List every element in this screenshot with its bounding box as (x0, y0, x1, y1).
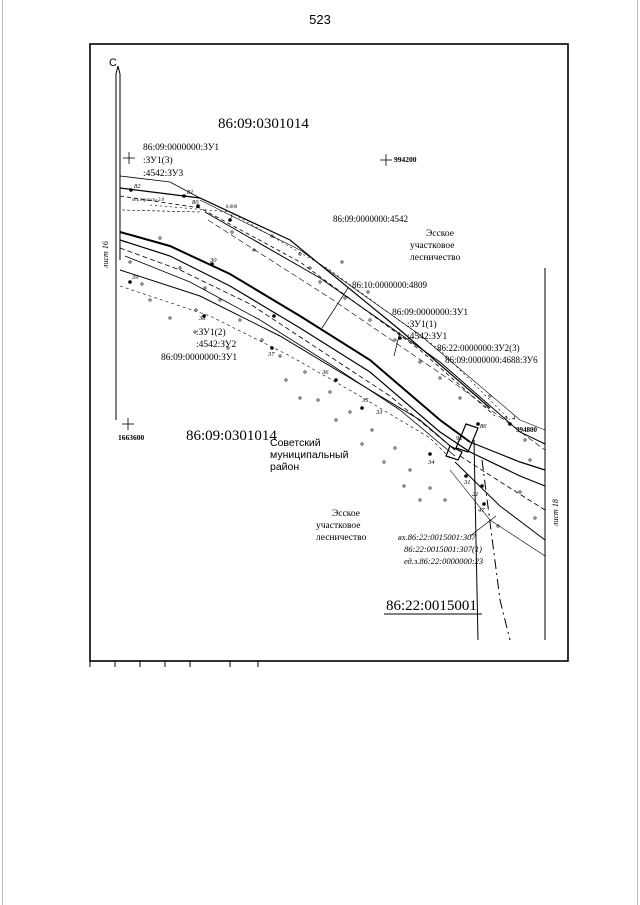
point-label: 4 (512, 415, 516, 422)
svg-text:ед.з.86:22:0000000:23: ед.з.86:22:0000000:23 (404, 556, 483, 566)
point-label: 35 (361, 397, 369, 404)
road-label-leader (321, 287, 349, 329)
point-label: 81 (187, 189, 194, 196)
point-label: 31 (463, 479, 471, 486)
point-label: 47 (478, 507, 485, 514)
point-label: 34 (427, 459, 435, 466)
svg-text::ЗУ1(3): :ЗУ1(3) (143, 155, 173, 166)
parcel-bottom-leader (469, 515, 497, 537)
page-number: 523 (309, 12, 331, 27)
svg-text:86:22:0000000:ЗУ2(3): 86:22:0000000:ЗУ2(3) (437, 343, 520, 353)
point-label: 1 (230, 213, 233, 220)
quarter-bottom-right: 86:22:0015001 (386, 598, 477, 614)
parcel-right-leader (393, 331, 401, 357)
scale-ticks (89, 661, 259, 667)
svg-text::ЗУ1(2): :ЗУ1(2) (196, 327, 226, 338)
svg-text:Эсское: Эсское (426, 229, 454, 239)
svg-text:Советский: Советский (270, 437, 321, 449)
coord-bottom-left: 1663600 (118, 433, 145, 442)
svg-text:участковое: участковое (410, 241, 455, 251)
forestry-bottom: Эсское участковое лесничество (316, 509, 367, 543)
point-label: 92 (456, 435, 463, 442)
point-label: 37 (267, 351, 275, 358)
page-edge-left (2, 0, 3, 905)
svg-text::4542:ЗУ2: :4542:ЗУ2 (196, 340, 237, 350)
point-label: 36 (321, 369, 329, 376)
parcel-block-right-2: 86:22:0000000:ЗУ2(3) 86:09:0000000:4688:… (437, 343, 538, 365)
svg-text:86:09:0000000:4688:ЗУ6: 86:09:0000000:4688:ЗУ6 (445, 355, 538, 365)
point-label: 39 (131, 274, 139, 281)
north-label: С (109, 57, 117, 69)
svg-text::4542:ЗУ1: :4542:ЗУ1 (407, 332, 448, 342)
parcel-center-label: 86:09:0000000:4542 (333, 214, 408, 224)
quarter-middle: 86:09:0301014 (186, 428, 277, 444)
point-label: 30 (209, 257, 217, 264)
svg-text:86:09:0000000:ЗУ1: 86:09:0000000:ЗУ1 (392, 308, 468, 318)
quarter-top: 86:09:0301014 (218, 116, 309, 132)
parcel-block-bottom-right: вх.86:22:0015001:307 86:22:0015001:307(1… (398, 532, 483, 566)
point-label: 38 (198, 315, 206, 322)
svg-text:лесничество: лесничество (316, 533, 367, 543)
point-label: 86 (480, 423, 487, 430)
point-numbers: 82 81 80 39 38 37 36 35 34 33 31 30 1 4 … (131, 183, 516, 514)
grid-cross-bottom-left (122, 418, 134, 430)
coord-top-right: 994200 (394, 155, 417, 164)
svg-text::ЗУ1(1): :ЗУ1(1) (407, 319, 437, 330)
road-axis-label: ось трассы 2.0 (132, 198, 165, 203)
coord-right-mid: 994800 (516, 426, 538, 434)
svg-text:86:22:0015001:307(1): 86:22:0015001:307(1) (404, 544, 482, 554)
road-label: 86:10:0000000:4809 (352, 280, 428, 290)
sheet-label-left: лист 16 (101, 241, 110, 269)
north-arrow (115, 65, 121, 420)
svg-text:муниципальный: муниципальный (270, 449, 349, 461)
point-label: 33 (375, 409, 383, 416)
parcel-block-left: :ЗУ1(2) :4542:ЗУ2 86:09:0000000:ЗУ1 (161, 327, 237, 363)
point-label: 21 (472, 491, 479, 498)
svg-text::4542:ЗУ3: :4542:ЗУ3 (143, 169, 184, 179)
svg-text:вх.86:22:0015001:307: вх.86:22:0015001:307 (398, 532, 476, 542)
vegetation-dots (128, 230, 537, 528)
point-label: 82 (134, 183, 141, 190)
svg-text:86:09:0000000:ЗУ1: 86:09:0000000:ЗУ1 (143, 143, 219, 153)
survey-label: 8.000 (226, 205, 238, 210)
sheet-label-right: лист 18 (551, 499, 560, 527)
svg-text:лесничество: лесничество (410, 253, 461, 263)
grid-cross-top-right (380, 154, 392, 166)
forestry-top: Эсское участковое лесничество (410, 229, 461, 263)
map-frame (89, 43, 569, 662)
structure-junction (445, 423, 479, 461)
svg-text:участковое: участковое (316, 521, 361, 531)
svg-text:86:09:0000000:ЗУ1: 86:09:0000000:ЗУ1 (161, 353, 237, 363)
parcel-block-top-left: 86:09:0000000:ЗУ1 :ЗУ1(3) :4542:ЗУ3 (143, 143, 219, 179)
grid-cross-top-left (123, 152, 135, 164)
page-edge-right (637, 0, 638, 905)
survey-points (128, 188, 512, 506)
road-corridor (119, 175, 546, 641)
municipal-label: Советский муниципальный район (270, 437, 349, 473)
svg-text:Эсское: Эсское (332, 509, 360, 519)
point-label: 80 (192, 199, 199, 206)
svg-text:район: район (270, 461, 299, 473)
parcel-block-right: 86:09:0000000:ЗУ1 :ЗУ1(1) :4542:ЗУ1 (392, 308, 468, 342)
